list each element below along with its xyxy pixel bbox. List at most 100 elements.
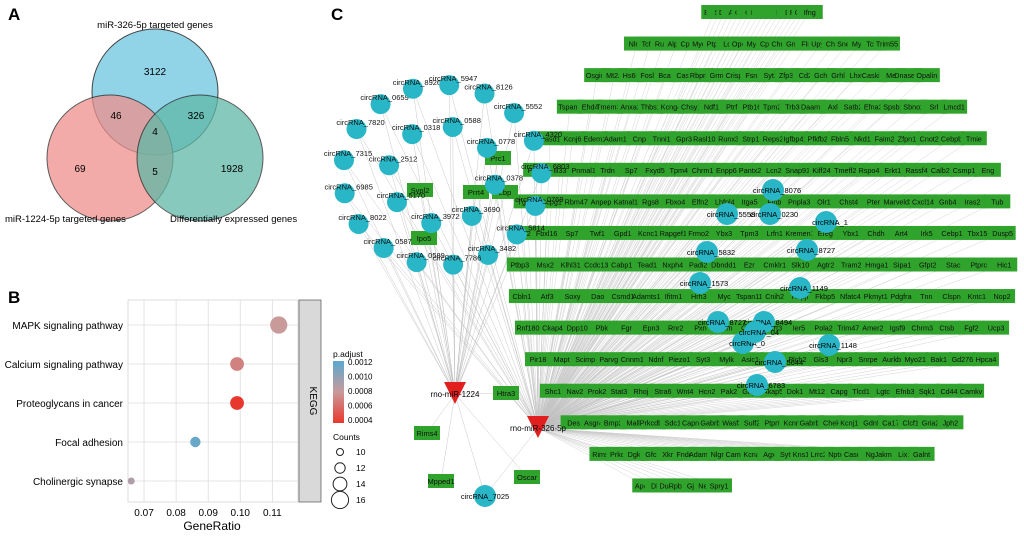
gene-label: Cd44 <box>940 387 957 396</box>
gene-label: Trim47 <box>837 324 859 333</box>
circrna-label: circRNA_0318 <box>392 123 440 132</box>
gene-label: Htra3 <box>497 389 515 398</box>
circrna-node <box>764 351 786 373</box>
gene-node <box>784 352 811 367</box>
gene-label: Kremen1 <box>785 229 814 238</box>
gene-label: Nop2 <box>993 292 1010 301</box>
gene-label: Efnb3 <box>896 387 915 396</box>
gene-node <box>737 352 764 367</box>
x-tick-label: 0.08 <box>166 508 186 519</box>
gene-node <box>964 225 991 240</box>
gene-label: Fbxl16 <box>536 229 558 238</box>
gene-node <box>617 99 644 114</box>
color-legend-tick: 0.0006 <box>348 402 373 411</box>
circrna-node <box>789 277 811 299</box>
facet-label: KEGG <box>307 387 318 416</box>
gene-node <box>626 131 653 146</box>
gene-label: Ptb16 <box>742 103 761 112</box>
edge <box>537 75 702 429</box>
gene-node <box>761 225 788 240</box>
gene-node <box>572 352 599 367</box>
gene-node <box>759 99 786 114</box>
gene-label: Ccpg1 <box>541 197 562 206</box>
mirna-label: rno-miR-326-5p <box>510 424 567 433</box>
gene-node <box>848 383 875 398</box>
circrna-nodes-right: circRNA_8076circRNA_5558circRNA_0230circ… <box>680 179 857 396</box>
gene-label: Ybx1 <box>842 229 858 238</box>
network-diagram: Exph5ScdScml4Diras1ItpkcAcot11Cxcr4NtrnG… <box>324 5 1018 507</box>
gene-label: Eng <box>981 166 994 175</box>
venn-circle-deg <box>136 94 264 222</box>
circrna-label: circRNA_2512 <box>369 154 417 163</box>
gene-label: Epn3 <box>643 324 660 333</box>
gene-node <box>863 225 890 240</box>
gene-node <box>885 194 912 209</box>
gene-label: Gnb3 <box>786 40 804 49</box>
gene-label: Tmie <box>966 134 982 143</box>
gene-node <box>525 352 552 367</box>
gene-node <box>826 383 853 398</box>
gene-label: Tub <box>991 197 1003 206</box>
gene-label: Tc55 <box>866 40 881 49</box>
gene-label: Oscar <box>517 473 538 482</box>
gene-label: Chrm3 <box>911 324 933 333</box>
gene-node <box>678 99 705 114</box>
gene-node <box>798 415 825 430</box>
gene-label: Pak2 <box>721 387 737 396</box>
circrna-label: circRNA_7820 <box>336 118 384 127</box>
circrna-label: circRNA_1573 <box>680 279 728 288</box>
gene-label: Satb2 <box>844 103 863 112</box>
circrna-node <box>334 183 355 204</box>
gene-label: Dnase1l3 <box>894 71 924 80</box>
gene-label: Sulf2 <box>744 418 760 427</box>
circrna-node <box>474 485 496 507</box>
gene-label: Nlrc5 <box>629 40 646 49</box>
gene-label: Camkv <box>960 387 983 396</box>
edge <box>537 138 707 429</box>
circrna-label: circRNA_0659 <box>360 93 408 102</box>
circrna-node <box>406 252 427 273</box>
gene-node <box>718 99 745 114</box>
gene-label: Cho1 <box>826 40 843 49</box>
circrna-label: circRNA_5814 <box>497 223 545 232</box>
gene-label: Soxy <box>564 292 580 301</box>
edge <box>454 184 496 395</box>
gene-node <box>561 383 588 398</box>
color-legend-tick: 0.0010 <box>348 373 373 382</box>
gene-node <box>837 225 864 240</box>
gene-node <box>559 131 586 146</box>
gene-node <box>991 257 1018 272</box>
gene-node <box>533 225 560 240</box>
gene-label: Opalin <box>916 71 937 80</box>
circrna-label: circRNA_8126 <box>464 83 512 92</box>
edge <box>527 327 539 429</box>
gene-label: Npr3 <box>837 355 853 364</box>
gene-node <box>581 131 608 146</box>
gene-label: Sypl2 <box>411 186 430 195</box>
edge <box>431 222 456 395</box>
edge <box>537 331 756 429</box>
gene-label: Asic1 <box>741 355 759 364</box>
gene-label: Mapt <box>554 355 570 364</box>
gene-label: Chdh <box>867 229 884 238</box>
gene-label: Calb2 <box>931 166 950 175</box>
gene-label: Mt2A <box>606 71 623 80</box>
gene-node <box>634 225 661 240</box>
gene-label: Prok2 <box>588 387 607 396</box>
gene-label: Iras2 <box>965 197 981 206</box>
gene-node <box>965 257 992 272</box>
gene-node <box>760 131 787 146</box>
gene-label: Ucp3 <box>988 324 1005 333</box>
facet-strip <box>298 299 322 503</box>
circrna-node <box>696 241 718 263</box>
gene-label: Tlcd1 <box>852 387 870 396</box>
edge <box>537 327 824 429</box>
gene-label: Aurkb <box>882 355 901 364</box>
edge <box>537 138 751 429</box>
gene-label: Kns1m <box>793 450 815 459</box>
gene-node <box>782 383 809 398</box>
gene-label: Gfc2 <box>645 450 660 459</box>
circrna-node <box>373 238 394 259</box>
